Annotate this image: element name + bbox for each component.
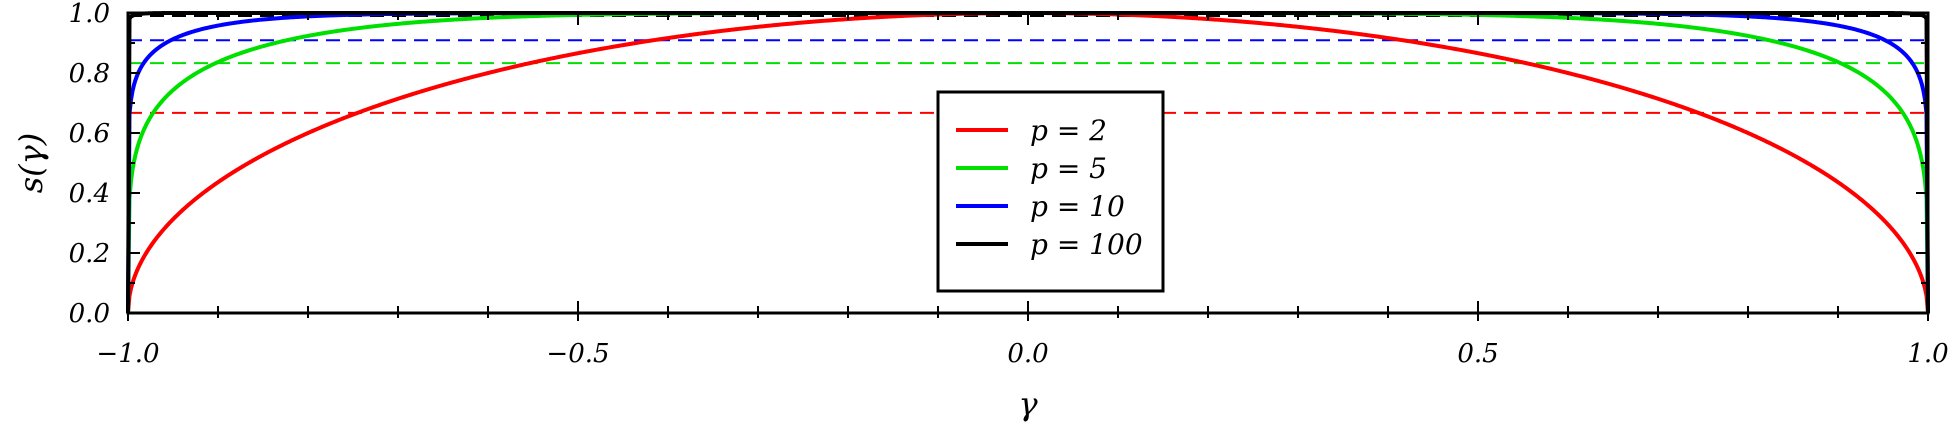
legend-label-p-100: p = 100 xyxy=(1030,228,1143,261)
y-tick-label: 0.8 xyxy=(69,59,110,89)
y-tick-label: 0.4 xyxy=(69,179,110,209)
x-tick-label: −0.5 xyxy=(546,339,609,369)
legend-label-p-5: p = 5 xyxy=(1030,152,1107,185)
dashed-reference-lines xyxy=(128,15,1928,114)
x-axis-title: γ xyxy=(1018,385,1038,423)
legend-label-p-10: p = 10 xyxy=(1030,190,1125,223)
legend-items: p = 2 p = 5 p = 10 p = 100 xyxy=(956,114,1143,261)
y-tick-label: 0.6 xyxy=(69,119,110,149)
legend-label-p-2: p = 2 xyxy=(1030,114,1107,147)
y-axis-ticks: 0.0 0.2 0.4 0.6 0.8 1.0 xyxy=(69,0,1928,329)
y-tick-label: 0.0 xyxy=(69,299,110,329)
x-tick-label: 0.0 xyxy=(1007,339,1048,369)
x-axis-ticks: −1.0 −0.5 0.0 0.5 1.0 xyxy=(96,13,1949,369)
legend: p = 2 p = 5 p = 10 p = 100 xyxy=(936,90,1165,293)
y-axis-title: s(γ) xyxy=(12,133,50,194)
legend-box xyxy=(936,90,1165,293)
y-tick-label: 1.0 xyxy=(69,0,110,29)
x-tick-label: 0.5 xyxy=(1457,339,1498,369)
x-tick-label: −1.0 xyxy=(96,339,159,369)
x-tick-label: 1.0 xyxy=(1907,339,1948,369)
y-tick-label: 0.2 xyxy=(69,239,110,269)
